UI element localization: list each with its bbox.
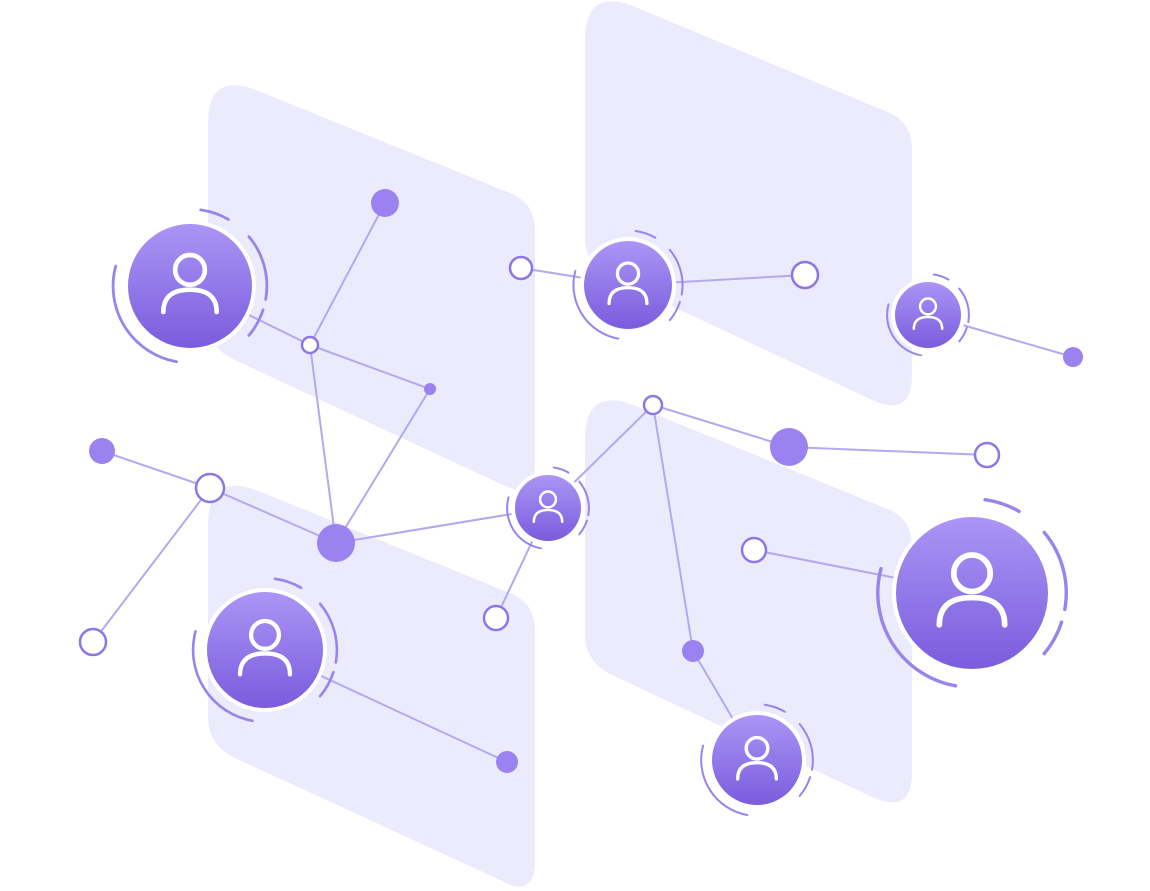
user-avatar (191, 577, 339, 723)
avatar-ring-arc (273, 577, 303, 590)
panel-top-left (208, 85, 535, 490)
network-edge (101, 450, 211, 489)
hollow-node (740, 536, 768, 564)
filled-node (682, 640, 704, 662)
hollow-node (642, 394, 664, 416)
avatar-ring-arc (247, 235, 269, 301)
network-edge (652, 404, 694, 652)
avatar-ring-arc (552, 466, 570, 474)
user-icon (607, 261, 649, 306)
network-edge (335, 388, 431, 544)
avatar-ring-arc (798, 723, 814, 771)
hollow-node (790, 260, 820, 290)
user-icon (912, 297, 944, 331)
hollow-node (482, 604, 510, 632)
network-nodes (78, 189, 1083, 773)
avatar-ring-arc (634, 230, 657, 239)
filled-node (317, 524, 355, 562)
hollow-node (194, 472, 226, 504)
user-avatar (700, 703, 814, 817)
avatar-ring-arc (700, 744, 749, 817)
avatar-ring-arc (506, 496, 542, 550)
filled-node (424, 383, 436, 395)
network-edge (209, 487, 337, 544)
panel-bottom-left (208, 485, 535, 887)
filled-node (1063, 347, 1083, 367)
user-avatar (886, 273, 970, 357)
network-edge (309, 344, 337, 544)
avatar-ring-arc (668, 248, 684, 296)
avatar-ring-arc (876, 566, 958, 688)
network-edge (652, 404, 790, 448)
user-icon (936, 552, 1008, 628)
avatar-ring-arc (983, 497, 1021, 514)
panel-bottom-right (585, 400, 912, 803)
avatar-ring-arc (111, 264, 178, 364)
user-avatars (111, 208, 1068, 817)
avatar-ring-arc (763, 703, 786, 713)
user-icon (161, 252, 219, 315)
filled-node (89, 438, 115, 464)
panel-top-right (585, 1, 912, 406)
filled-node (496, 751, 518, 773)
avatar-ring-arc (318, 602, 339, 664)
network-edge (309, 344, 431, 390)
user-avatar (572, 230, 684, 340)
avatar-ring-arc (1042, 530, 1068, 612)
user-avatar (111, 208, 269, 364)
user-icon (532, 490, 564, 524)
hollow-node (508, 255, 534, 281)
avatar-ring-arc (1042, 620, 1064, 656)
hollow-node (973, 441, 1001, 469)
network-edge (309, 202, 386, 346)
background-panels (208, 1, 912, 887)
avatar-ring-arc (572, 269, 620, 340)
avatar-ring-arc (578, 480, 590, 517)
network-edge (92, 487, 211, 643)
hollow-node (300, 335, 320, 355)
avatar-ring-arc (247, 308, 265, 337)
avatar-ring-arc (932, 273, 950, 281)
avatar-ring-arc (191, 630, 254, 723)
filled-node (770, 428, 808, 466)
avatar-ring-arc (958, 287, 970, 324)
avatar-ring-arc (318, 670, 335, 698)
filled-node (371, 189, 399, 217)
hollow-node (78, 627, 108, 657)
user-avatar (506, 466, 590, 550)
avatar-ring-arc (199, 208, 230, 221)
avatar-ring-arc (886, 303, 922, 357)
avatar-ring-arc (668, 300, 681, 322)
user-avatar (876, 497, 1068, 688)
avatar-ring-arc (578, 519, 588, 536)
network-edge (788, 446, 988, 456)
avatar-ring-arc (958, 326, 968, 343)
user-icon (237, 618, 293, 677)
user-icon (735, 735, 779, 781)
avatar-ring-arc (798, 776, 812, 797)
